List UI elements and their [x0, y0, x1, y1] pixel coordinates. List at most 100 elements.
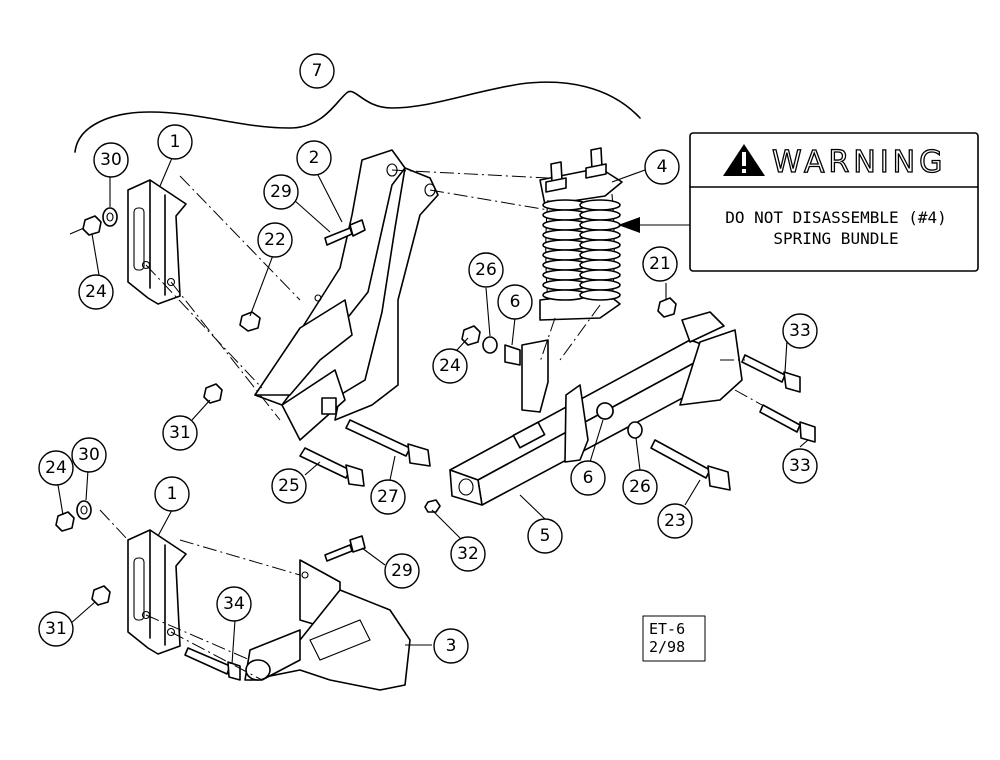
svg-text:6: 6 [510, 292, 521, 312]
main-beam-5 [449, 311, 743, 506]
callout-22: 22 [257, 222, 293, 258]
frame-break-line [74, 81, 641, 153]
svg-text:30: 30 [78, 445, 100, 465]
callout-24-lower: 24 [38, 450, 74, 486]
callout-1-upper: 1 [157, 124, 193, 160]
bolt-33-lower [759, 404, 816, 443]
svg-text:31: 31 [169, 423, 191, 443]
washer-30-upper [102, 207, 118, 227]
warning-triangle-icon [723, 144, 765, 176]
svg-text:1: 1 [167, 484, 178, 504]
svg-text:34: 34 [223, 594, 245, 614]
spring-coil [579, 249, 621, 261]
svg-text:26: 26 [475, 260, 497, 280]
svg-text:23: 23 [664, 511, 686, 531]
alignment-lines [99, 169, 763, 681]
callout-21: 21 [642, 246, 678, 282]
svg-text:29: 29 [270, 182, 292, 202]
svg-text:31: 31 [45, 619, 67, 639]
tag-line-2: 2/98 [649, 638, 685, 656]
nut-31-lower [91, 585, 111, 606]
leader-lines [57, 157, 809, 665]
tag-line-1: ET-6 [649, 620, 685, 638]
warning-line-2: SPRING BUNDLE [773, 229, 898, 248]
bolt-23 [650, 439, 731, 491]
mount-bracket-lower [127, 529, 187, 655]
svg-text:27: 27 [377, 487, 399, 507]
svg-text:29: 29 [391, 561, 413, 581]
callout-3: 3 [433, 628, 469, 664]
callouts: 7 1 30 24 2 29 22 31 25 27 4 26 6 24 21 … [38, 53, 818, 664]
svg-text:2: 2 [309, 148, 320, 168]
callout-4: 4 [644, 149, 680, 185]
svg-text:30: 30 [100, 150, 122, 170]
callout-1-lower: 1 [154, 476, 190, 512]
callout-6-lower: 6 [570, 460, 606, 496]
svg-text:3: 3 [446, 636, 457, 656]
spring-coil [579, 269, 621, 281]
callout-24-upper: 24 [78, 274, 114, 310]
callout-34: 34 [216, 586, 252, 622]
svg-text:1: 1 [170, 132, 181, 152]
svg-text:21: 21 [649, 254, 671, 274]
callout-26-lower: 26 [622, 469, 658, 505]
warning-line-1: DO NOT DISASSEMBLE (#4) [725, 208, 947, 227]
washer-26-lower [627, 421, 643, 439]
callout-29-lower: 29 [384, 553, 420, 589]
svg-text:24: 24 [45, 458, 67, 478]
nut-24-lower [55, 511, 75, 532]
callout-7: 7 [299, 53, 335, 89]
washer-26-upper [482, 336, 498, 354]
spring-coil [579, 229, 621, 241]
bracket-arm-2 [254, 149, 439, 441]
spring-coil [579, 239, 621, 251]
spacer-6-lower [596, 402, 614, 420]
callout-32: 32 [450, 536, 486, 572]
washer-30-lower [76, 500, 92, 520]
bolt-29-lower [324, 535, 366, 562]
callout-27: 27 [370, 479, 406, 515]
svg-text:5: 5 [540, 526, 551, 546]
nut-31-upper [203, 383, 223, 404]
bolt-29-upper [324, 219, 366, 246]
callout-25: 25 [271, 468, 307, 504]
bolt-27 [345, 419, 431, 467]
svg-text:6: 6 [583, 468, 594, 488]
callout-23: 23 [657, 503, 693, 539]
bolt-25 [299, 447, 365, 487]
callout-30-lower: 30 [71, 437, 107, 473]
callout-31-upper: 31 [162, 415, 198, 451]
callout-30-upper: 30 [93, 142, 129, 178]
bolt-33-upper [741, 354, 801, 393]
svg-text:26: 26 [629, 477, 651, 497]
svg-text:24: 24 [439, 356, 461, 376]
lower-bracket-3 [244, 559, 411, 691]
spring-coil [579, 219, 621, 231]
callout-5: 5 [527, 518, 563, 554]
callout-33-upper: 33 [782, 313, 818, 349]
spring-coil [579, 209, 621, 221]
nut-32 [424, 499, 441, 513]
callout-33-lower: 33 [782, 448, 818, 484]
nut-24-upper [69, 215, 102, 236]
spring-bolts [545, 147, 607, 193]
spring-coils [542, 199, 621, 301]
svg-text:25: 25 [278, 476, 300, 496]
svg-text:33: 33 [789, 321, 811, 341]
spring-coil [579, 289, 621, 301]
svg-text:4: 4 [657, 157, 668, 177]
mount-bracket-upper [127, 179, 187, 305]
svg-text:22: 22 [264, 230, 286, 250]
spring-coil [579, 259, 621, 271]
spring-coil [579, 199, 621, 211]
spring-coil [579, 279, 621, 291]
spacer-6-upper [504, 344, 521, 366]
callout-24-mid: 24 [432, 348, 468, 384]
svg-text:7: 7 [312, 61, 323, 81]
warning-arrow-head [618, 217, 640, 233]
drawing-tag: ET-6 2/98 [642, 615, 706, 662]
callout-26-upper: 26 [468, 252, 504, 288]
callout-6-upper: 6 [497, 284, 533, 320]
svg-text:33: 33 [789, 456, 811, 476]
